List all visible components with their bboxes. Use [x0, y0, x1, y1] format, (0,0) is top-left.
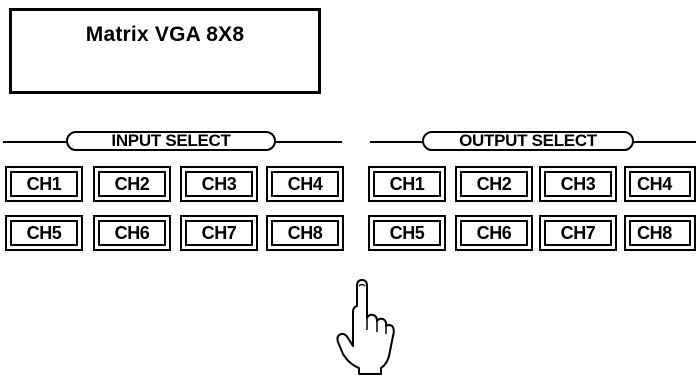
input-select-header: INPUT SELECT — [0, 131, 348, 151]
input-ch5-button[interactable]: CH5 — [5, 215, 83, 251]
output-ch8-button[interactable]: CH8 — [624, 215, 696, 251]
output-ch5-button[interactable]: CH5 — [368, 215, 446, 251]
output-ch4-button[interactable]: CH4 — [624, 166, 696, 202]
output-ch3-button[interactable]: CH3 — [539, 166, 617, 202]
input-select-label: INPUT SELECT — [66, 131, 276, 151]
input-select-rule-right — [275, 141, 342, 143]
input-select-rule-left — [3, 141, 67, 143]
output-ch2-button[interactable]: CH2 — [455, 166, 533, 202]
pointing-hand-icon — [335, 278, 399, 376]
output-select-rule-left — [370, 141, 428, 143]
input-ch1-button[interactable]: CH1 — [5, 166, 83, 202]
output-select-header: OUTPUT SELECT — [356, 131, 696, 151]
input-ch4-button[interactable]: CH4 — [266, 166, 344, 202]
input-ch6-button[interactable]: CH6 — [93, 215, 171, 251]
input-ch3-button[interactable]: CH3 — [180, 166, 258, 202]
output-select-label: OUTPUT SELECT — [422, 131, 634, 151]
output-ch7-button[interactable]: CH7 — [539, 215, 617, 251]
device-title: Matrix VGA 8X8 — [85, 23, 245, 46]
input-ch2-button[interactable]: CH2 — [93, 166, 171, 202]
output-ch6-button[interactable]: CH6 — [455, 215, 533, 251]
input-ch7-button[interactable]: CH7 — [180, 215, 258, 251]
output-ch1-button[interactable]: CH1 — [368, 166, 446, 202]
device-title-box: Matrix VGA 8X8 — [9, 8, 321, 94]
output-select-rule-right — [633, 141, 696, 143]
input-ch8-button[interactable]: CH8 — [266, 215, 344, 251]
